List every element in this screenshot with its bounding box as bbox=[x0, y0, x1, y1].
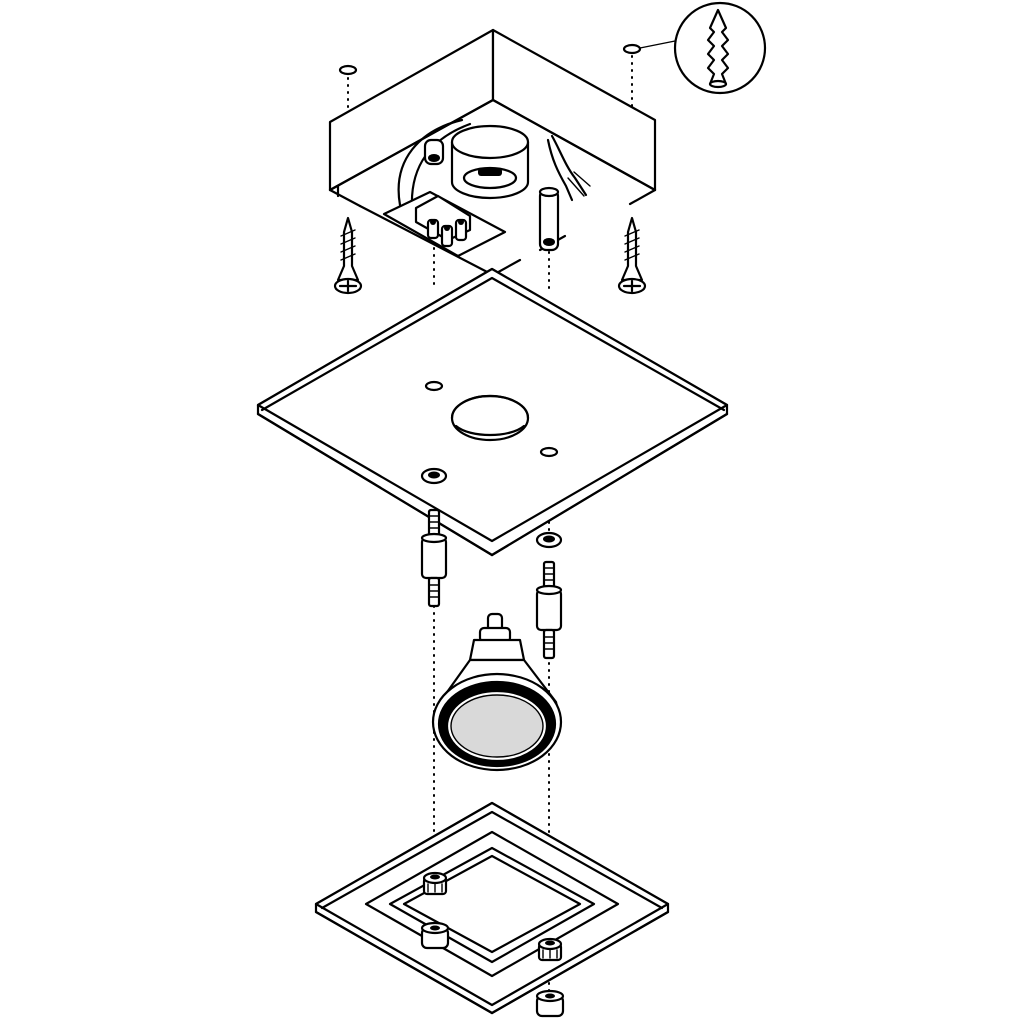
washer-nut-right bbox=[535, 531, 563, 549]
square-glass-shade bbox=[314, 801, 670, 1015]
spacer-bolt-right bbox=[535, 560, 563, 660]
wall-plug-detail bbox=[639, 1, 767, 95]
knurled-nut-left-top bbox=[422, 871, 448, 896]
washer-nut-left bbox=[420, 467, 448, 485]
junction-box-terminal bbox=[382, 190, 507, 258]
gu10-socket bbox=[423, 124, 560, 252]
knurled-nut-left-bottom bbox=[420, 921, 450, 950]
square-cover-plate bbox=[256, 267, 729, 557]
spacer-bolt-left bbox=[420, 508, 448, 608]
ceiling-drill-holes bbox=[338, 43, 642, 76]
gu10-lamp bbox=[431, 612, 563, 772]
knurled-nut-right-bottom bbox=[535, 989, 565, 1018]
wood-screw-right bbox=[617, 216, 647, 295]
wood-screw-left bbox=[333, 216, 363, 295]
knurled-nut-right-top bbox=[537, 937, 563, 962]
